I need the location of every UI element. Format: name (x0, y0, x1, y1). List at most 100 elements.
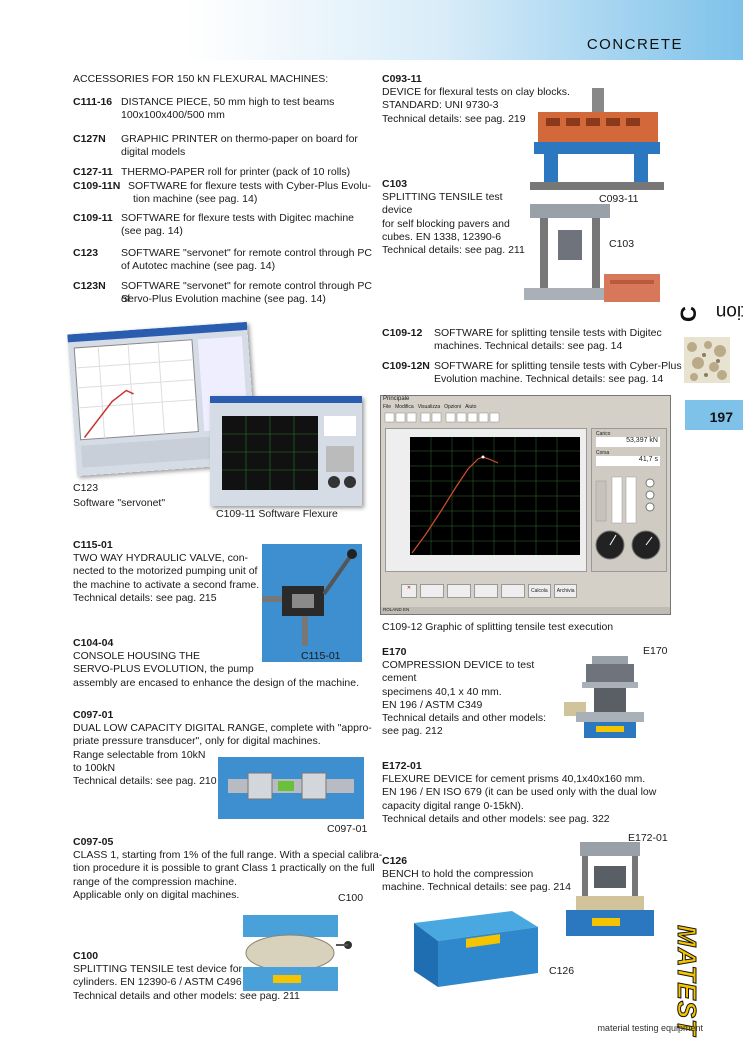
section-tab (685, 400, 743, 430)
e172-line: Technical details and other models: see … (382, 812, 610, 825)
c104-line: CONSOLE HOUSING THE (73, 650, 200, 663)
c097-01-line: Range selectable from 10kN (73, 748, 206, 761)
item-line: SOFTWARE for flexure tests with Cyber-Pl… (128, 180, 371, 192)
item-code: C111-16 (73, 96, 113, 108)
c103-block: C103 SPLITTING TENSILE test device for s… (382, 178, 532, 257)
item-line: DISTANCE PIECE, 50 mm high to test beams (121, 96, 335, 108)
header-band (0, 0, 743, 60)
c100-line: cylinders. EN 12390-6 / ASTM C496 (73, 976, 242, 989)
c097-05-line: Applicable only on digital machines. (73, 888, 240, 901)
c115-code: C115-01 (73, 539, 113, 551)
item-line: SOFTWARE for flexure tests with Digitec … (121, 212, 355, 224)
item-line: (see pag. 14) (121, 225, 183, 237)
e170-line: Technical details and other models: (382, 712, 547, 725)
c104-block: C104-04 CONSOLE HOUSING THE SERVO-PLUS E… (73, 637, 373, 690)
hydraulic-valve-photo (262, 544, 362, 662)
c104-code: C104-04 (73, 637, 114, 649)
caption-c097: C097-01 (327, 823, 368, 835)
accessories-heading: ACCESSORIES FOR 150 kN FLEXURAL MACHINES… (73, 73, 329, 85)
c100-line: SPLITTING TENSILE test device for (73, 963, 243, 976)
caption-c126: C126 (549, 965, 575, 977)
c115-line: Technical details: see pag. 215 (73, 591, 217, 604)
c126-code: C126 (382, 855, 408, 867)
item-code: C109-11 (73, 212, 113, 224)
paver-device-photo (520, 200, 670, 315)
caption-c123-name: Software "servonet" (73, 497, 166, 509)
carico-label: Carico (596, 431, 611, 437)
item-code: C127N (73, 133, 106, 145)
c097-01-line: to 100kN (73, 761, 116, 774)
e172-block: E172-01 FLEXURE DEVICE for cement prisms… (382, 760, 672, 826)
e170-line: EN 196 / ASTM C349 (382, 698, 483, 711)
item-code: C123 (73, 247, 99, 259)
c109-12-line: machines. Technical details: see pag. 14 (434, 340, 623, 352)
c104-line: assembly are encased to enhance the desi… (73, 676, 360, 689)
e170-line: COMPRESSION DEVICE to test cement (382, 659, 535, 685)
window-menubar: File Modifica Visualizza Opzioni Aiuto (383, 404, 476, 410)
e170-line: specimens 40,1 x 40 mm. (382, 685, 502, 698)
archivia-button[interactable]: Archivia (553, 584, 578, 598)
caption-c093: C093-11 (599, 193, 639, 205)
c126-line: machine. Technical details: see pag. 214 (382, 881, 571, 894)
section-letter: C (676, 306, 701, 322)
c097-01-code: C097-01 (73, 709, 114, 721)
section-word: section (715, 301, 743, 322)
e172-code: E172-01 (382, 760, 422, 772)
splitting-device-photo (228, 905, 358, 1010)
c109-12-code: C109-12 (382, 327, 423, 339)
carico-value: 53,397 kN (596, 437, 660, 447)
item-line: THERMO-PAPER roll for printer (pack of 1… (121, 166, 351, 178)
c093-code: C093-11 (382, 73, 422, 85)
corsa-label: Corsa (596, 450, 610, 456)
item-line: Servo-Plus Evolution machine (see pag. 1… (121, 293, 326, 305)
concrete-sample-photo (684, 337, 730, 383)
item-line: digital models (121, 146, 186, 158)
c115-line: the machine to activate a second frame. (73, 578, 260, 591)
menu-modifica[interactable]: Modifica (395, 404, 414, 410)
menu-aiuto[interactable]: Aiuto (465, 404, 477, 410)
section-label: section C (676, 222, 743, 322)
digital-range-photo (218, 757, 364, 819)
c109-12n-code: C109-12N (382, 360, 430, 372)
e172-line: EN 196 / EN ISO 679 (it can be used only… (382, 786, 657, 799)
flexure-device-photo (560, 838, 660, 942)
c093-line: STANDARD: UNI 9730-3 (382, 99, 499, 112)
bench-photo (408, 905, 543, 990)
item-code: C123N (73, 280, 106, 292)
caption-c100: C100 (338, 892, 364, 904)
item-line: SOFTWARE "servonet" for remote control t… (121, 280, 372, 306)
item-line: GRAPHIC PRINTER on thermo-paper on board… (121, 133, 358, 145)
item-code: C127-11 (73, 166, 113, 178)
close-icon[interactable]: ✕ (401, 584, 417, 598)
action-button[interactable] (447, 584, 471, 598)
c126-line: BENCH to hold the compression (382, 868, 534, 881)
c109-12n-line: SOFTWARE for splitting tensile tests wit… (434, 360, 682, 372)
status-bar: ROLAND EN (381, 607, 670, 614)
c097-01-block: C097-01 DUAL LOW CAPACITY DIGITAL RANGE,… (73, 709, 373, 788)
c104-line: SERVO-PLUS EVOLUTION, the pump (73, 663, 254, 676)
menu-visualizza[interactable]: Visualizza (417, 404, 441, 410)
c097-05-block: C097-05 CLASS 1, starting from 1% of the… (73, 836, 383, 902)
c109-12n-line: Evolution machine. Technical details: se… (434, 373, 664, 385)
menu-file[interactable]: File (383, 404, 392, 410)
c093-line: Technical details: see pag. 219 (382, 112, 526, 125)
caption-c103: C103 (609, 238, 635, 250)
menu-opzioni[interactable]: Opzioni (444, 404, 462, 410)
item-line: SOFTWARE "servonet" for remote control t… (121, 247, 372, 259)
page-number: 197 (709, 409, 733, 425)
page-title: CONCRETE (586, 36, 683, 53)
c097-01-line: priate pressure transducer", only for di… (73, 735, 321, 748)
action-button[interactable] (474, 584, 498, 598)
servonet-screenshot (67, 321, 257, 477)
footer-tagline: material testing equipment (597, 1023, 703, 1033)
action-button[interactable] (420, 584, 444, 598)
c093-block: C093-11 DEVICE for flexural tests on cla… (382, 73, 582, 126)
c097-05-line: CLASS 1, starting from 1% of the full ra… (73, 849, 383, 862)
e170-line: see pag. 212 (382, 725, 443, 738)
action-button[interactable] (501, 584, 525, 598)
c103-line: for self blocking pavers and (382, 217, 510, 230)
logo-text: MATEST (672, 925, 703, 1037)
chart-panel (385, 428, 587, 572)
calcola-button[interactable]: Calcola (528, 584, 551, 598)
clay-block-device-photo (530, 84, 664, 192)
